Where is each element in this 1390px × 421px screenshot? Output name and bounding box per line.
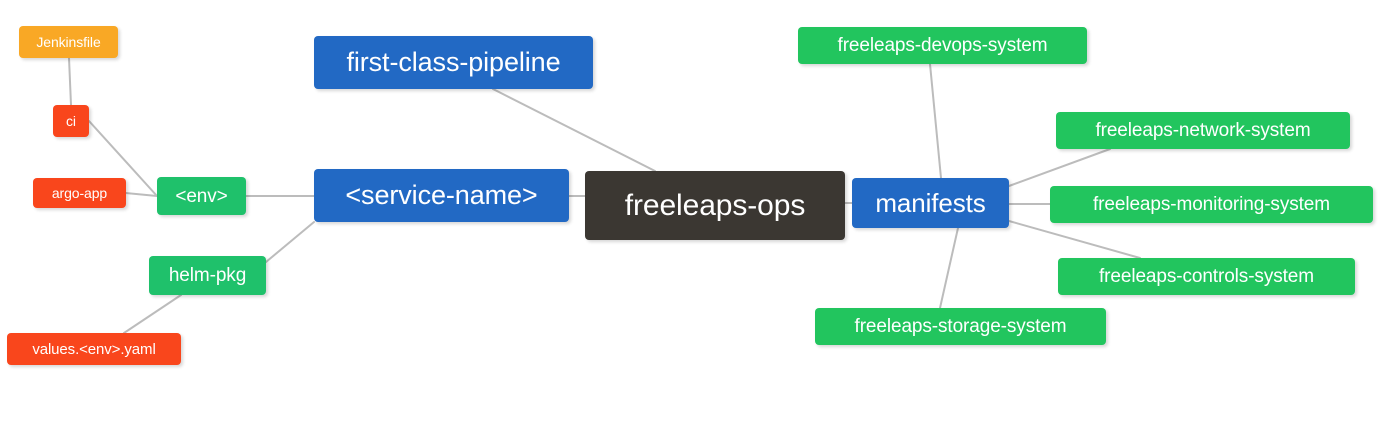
node-values-yaml[interactable]: values.<env>.yaml	[7, 333, 181, 365]
node-label-freeleaps-monitoring-system: freeleaps-monitoring-system	[1093, 194, 1330, 215]
node-env[interactable]: <env>	[157, 177, 246, 215]
node-freeleaps-devops-system[interactable]: freeleaps-devops-system	[798, 27, 1087, 64]
edge-first-class-pipeline-to-freeleaps-ops	[492, 88, 656, 172]
edge-manifests-to-freeleaps-controls-system	[1008, 220, 1141, 259]
node-freeleaps-network-system[interactable]: freeleaps-network-system	[1056, 112, 1350, 149]
node-freeleaps-controls-system[interactable]: freeleaps-controls-system	[1058, 258, 1355, 295]
edge-manifests-to-freeleaps-devops-system	[929, 63, 942, 179]
edge-argo-app-to-env	[125, 192, 158, 197]
node-label-values-yaml: values.<env>.yaml	[32, 340, 156, 358]
node-label-service-name: <service-name>	[345, 180, 538, 210]
node-label-freeleaps-storage-system: freeleaps-storage-system	[854, 316, 1067, 337]
node-label-manifests: manifests	[875, 188, 986, 218]
edge-manifests-to-freeleaps-storage-system	[939, 227, 959, 309]
node-jenkinsfile[interactable]: Jenkinsfile	[19, 26, 118, 58]
node-label-env: <env>	[175, 185, 228, 207]
edge-jenkinsfile-to-ci	[68, 57, 72, 106]
node-label-freeleaps-controls-system: freeleaps-controls-system	[1098, 266, 1315, 287]
edge-manifests-to-freeleaps-network-system	[1008, 148, 1111, 187]
node-label-jenkinsfile: Jenkinsfile	[36, 34, 101, 50]
node-label-helm-pkg: helm-pkg	[168, 265, 247, 286]
node-ci[interactable]: ci	[53, 105, 89, 137]
node-label-freeleaps-devops-system: freeleaps-devops-system	[837, 35, 1048, 56]
node-service-name[interactable]: <service-name>	[314, 169, 569, 222]
edge-helm-pkg-to-service-name	[265, 221, 315, 263]
node-label-ci: ci	[66, 113, 76, 129]
node-label-freeleaps-network-system: freeleaps-network-system	[1095, 120, 1311, 141]
node-label-argo-app: argo-app	[51, 185, 108, 201]
node-helm-pkg[interactable]: helm-pkg	[149, 256, 266, 295]
node-first-class-pipeline[interactable]: first-class-pipeline	[314, 36, 593, 89]
node-freeleaps-monitoring-system[interactable]: freeleaps-monitoring-system	[1050, 186, 1373, 223]
node-manifests[interactable]: manifests	[852, 178, 1009, 228]
node-freeleaps-ops[interactable]: freeleaps-ops	[585, 171, 845, 240]
node-freeleaps-storage-system[interactable]: freeleaps-storage-system	[815, 308, 1106, 345]
node-label-freeleaps-ops: freeleaps-ops	[624, 188, 806, 222]
edge-values-yaml-to-helm-pkg	[123, 294, 182, 334]
node-label-first-class-pipeline: first-class-pipeline	[346, 47, 561, 77]
node-argo-app[interactable]: argo-app	[33, 178, 126, 208]
